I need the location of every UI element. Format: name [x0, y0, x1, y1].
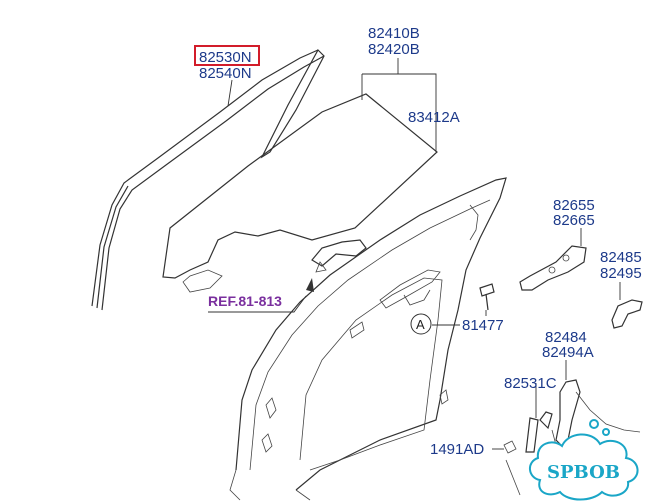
window-run-channel — [91, 49, 325, 311]
label-82410B: 82410B — [368, 25, 420, 42]
regulator-bracket — [611, 299, 643, 329]
door-glass — [162, 93, 438, 293]
label-82485: 82485 — [600, 249, 642, 266]
label-83412A: 83412A — [408, 109, 460, 126]
label-82655: 82655 — [553, 197, 595, 214]
regulator-assembly — [503, 379, 641, 496]
door-inner-panel — [229, 177, 507, 501]
label-1491AD: 1491AD — [430, 441, 484, 458]
label-81477: 81477 — [462, 317, 504, 334]
callout-a-label: A — [416, 317, 425, 332]
label-82420B: 82420B — [368, 41, 420, 58]
outside-handle — [311, 239, 367, 273]
label-82494A: 82494A — [542, 344, 594, 361]
bolt — [479, 283, 495, 311]
label-82530N: 82530N — [199, 49, 252, 66]
label-82531C: 82531C — [504, 375, 557, 392]
label-82665: 82665 — [553, 212, 595, 229]
callout-circle-a — [410, 313, 432, 335]
label-82495: 82495 — [600, 265, 642, 282]
watermark-badge: SPBOB — [529, 419, 639, 501]
ref-arrow — [306, 278, 314, 292]
label-82484: 82484 — [545, 329, 587, 346]
label-82540N: 82540N — [199, 65, 252, 82]
watermark-text: SPBOB — [547, 462, 620, 483]
door-checker — [519, 245, 587, 291]
highlight-box — [194, 45, 260, 66]
leader-lines — [208, 58, 621, 450]
label-ref-81-813: REF.81-813 — [208, 293, 282, 309]
